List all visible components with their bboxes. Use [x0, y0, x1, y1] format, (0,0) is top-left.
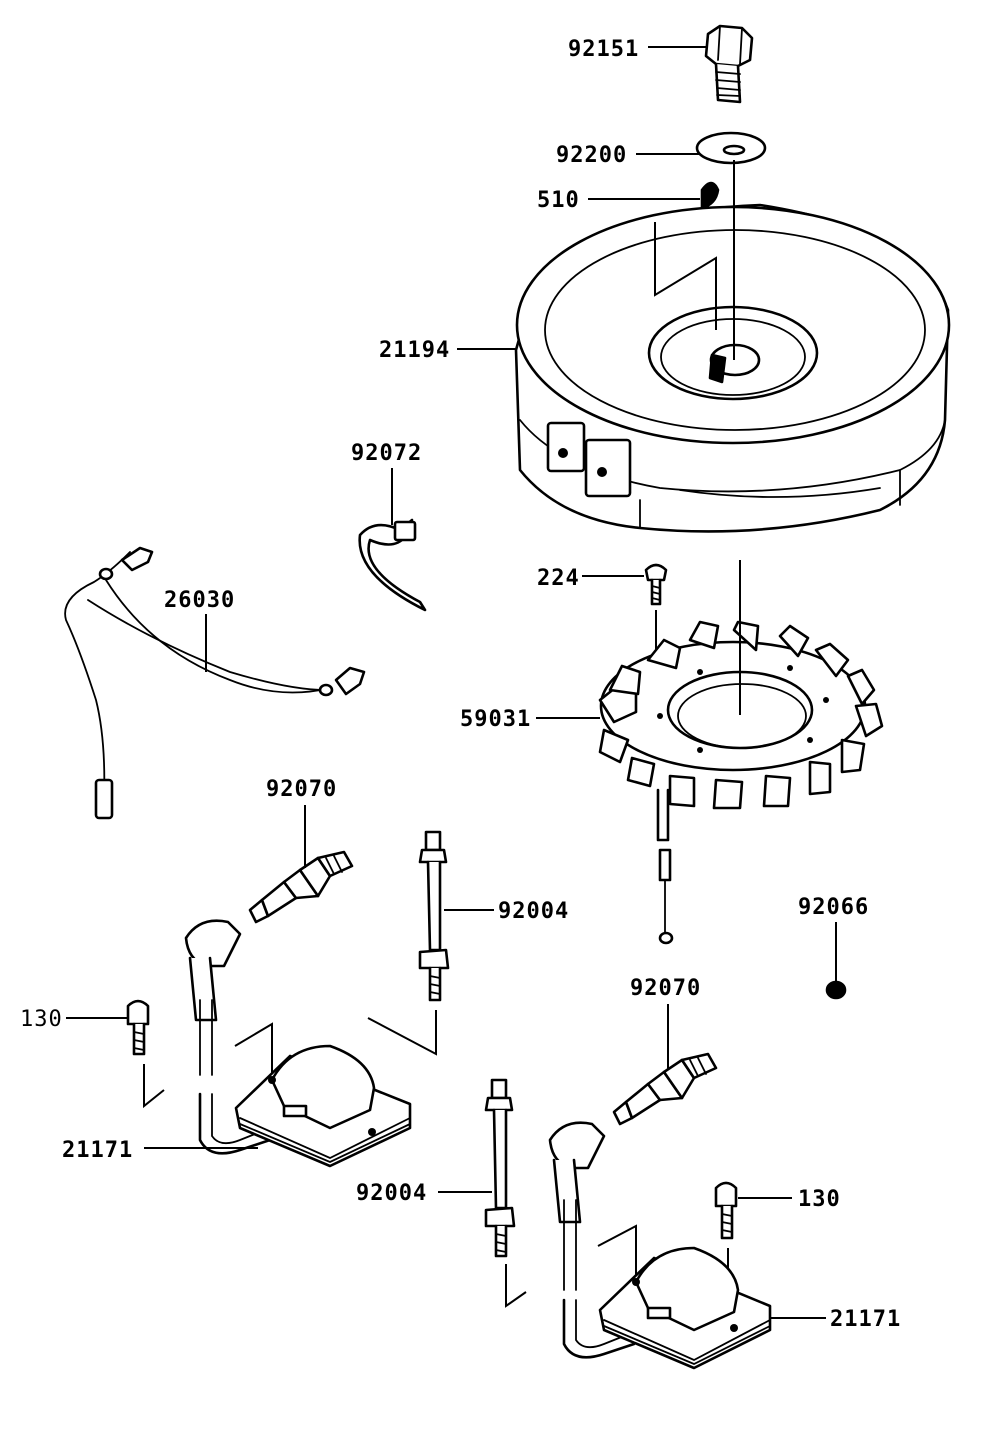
coil-alignment-left-a [234, 1022, 273, 1074]
label-130-left: 130 [20, 1007, 63, 1032]
stud-alignment-right [505, 1264, 527, 1308]
label-92070-left: 92070 [266, 777, 337, 802]
key-510 [700, 181, 720, 210]
stud-92004-left [418, 830, 450, 1002]
ignition-coil-21171-left [184, 919, 412, 1168]
bolt-130-left [126, 999, 150, 1056]
label-21171-left: 21171 [62, 1138, 133, 1163]
label-130-right: 130 [798, 1187, 841, 1212]
label-59031: 59031 [460, 707, 531, 732]
label-92151: 92151 [568, 37, 639, 62]
label-92004-left: 92004 [498, 899, 569, 924]
label-92200: 92200 [556, 143, 627, 168]
label-510: 510 [537, 188, 580, 213]
label-21194: 21194 [379, 338, 450, 363]
label-92066: 92066 [798, 895, 869, 920]
label-21171-right: 21171 [830, 1307, 901, 1332]
coil-alignment-right [597, 1224, 637, 1276]
label-92004-right: 92004 [356, 1181, 427, 1206]
label-92072: 92072 [351, 441, 422, 466]
bolt-alignment-left [143, 1064, 165, 1109]
key-alignment-line [654, 222, 717, 330]
wire-26030 [64, 546, 366, 820]
nut-92066 [825, 980, 847, 1000]
spark-plug-92070-left [248, 850, 354, 924]
bolt-130-right [714, 1181, 738, 1240]
screw-224 [644, 563, 668, 606]
label-26030: 26030 [164, 588, 235, 613]
label-224: 224 [537, 566, 580, 591]
ignition-coil-21171-right [548, 1121, 772, 1370]
label-92070-right: 92070 [630, 976, 701, 1001]
stud-92004-right [484, 1078, 516, 1258]
wire-92072 [358, 518, 427, 612]
spark-plug-92070-right [612, 1052, 718, 1126]
bolt-92151 [704, 24, 754, 104]
washer-92200 [695, 131, 767, 165]
flywheel-21194 [514, 203, 951, 533]
coil-alignment-left-b [367, 1010, 437, 1056]
